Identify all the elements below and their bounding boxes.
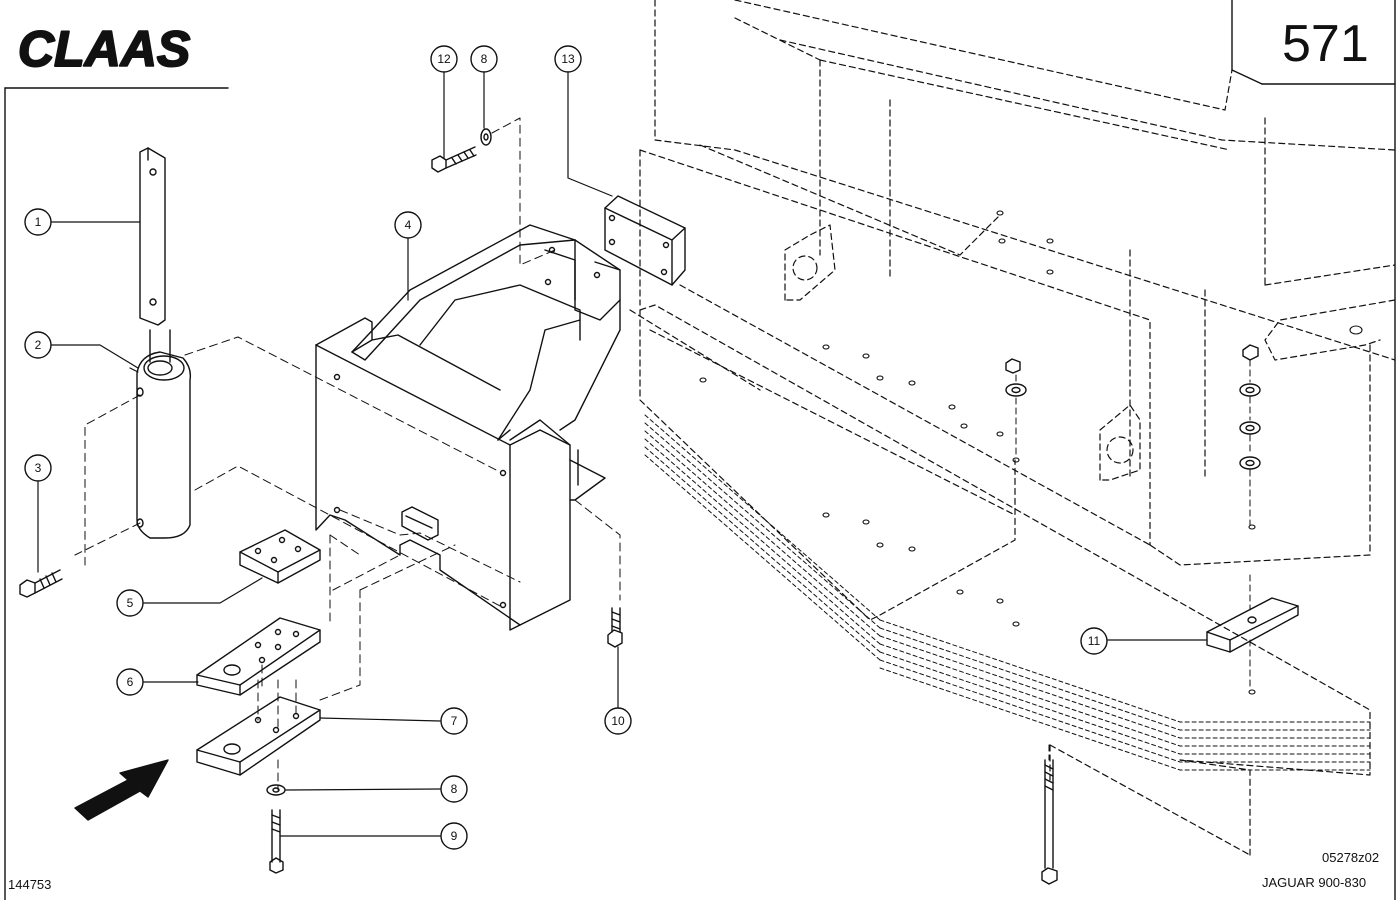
svg-text:12: 12 bbox=[437, 52, 451, 66]
svg-text:11: 11 bbox=[1088, 634, 1101, 648]
frame-lower-bolt bbox=[1041, 759, 1058, 885]
callout-11: 11 bbox=[1080, 627, 1108, 655]
model-name: JAGUAR 900-830 bbox=[1262, 875, 1367, 890]
machine-frame bbox=[629, 0, 1396, 856]
housing-ribs bbox=[644, 414, 1371, 771]
callout-2: 2 bbox=[24, 331, 52, 359]
part-2-hidden-lines bbox=[74, 394, 141, 566]
figure-code: 05278z02 bbox=[1322, 850, 1380, 865]
part-3-screw bbox=[19, 569, 63, 598]
svg-text:7: 7 bbox=[451, 714, 458, 728]
frame-holes bbox=[699, 210, 1363, 695]
part-11-pad bbox=[1206, 597, 1299, 653]
part-9-bolt bbox=[269, 809, 284, 874]
part-8-washer-top bbox=[480, 128, 492, 146]
callout-5: 5 bbox=[116, 589, 144, 617]
svg-text:6: 6 bbox=[127, 675, 134, 689]
drawing-id: 144753 bbox=[8, 877, 52, 892]
callout-4: 4 bbox=[394, 211, 422, 239]
arrow-icon bbox=[74, 759, 169, 821]
callout-13: 13 bbox=[554, 45, 582, 73]
part-5-plate bbox=[239, 529, 321, 584]
svg-text:13: 13 bbox=[561, 52, 575, 66]
callout-9: 9 bbox=[440, 822, 468, 850]
frame-fasteners-right bbox=[1239, 344, 1261, 470]
svg-text:3: 3 bbox=[35, 461, 42, 475]
part-12-bolt bbox=[431, 146, 477, 173]
frame-fasteners-center bbox=[1005, 358, 1027, 397]
part-1-strap bbox=[139, 147, 166, 326]
svg-text:10: 10 bbox=[611, 714, 625, 728]
part-4-counterweight bbox=[315, 224, 621, 631]
part-7-plate bbox=[196, 696, 321, 776]
callout-12: 12 bbox=[430, 45, 458, 73]
svg-text:5: 5 bbox=[127, 596, 134, 610]
plate-stack-lines bbox=[257, 534, 331, 791]
svg-text:8: 8 bbox=[451, 782, 458, 796]
part-8-washer-bottom bbox=[266, 784, 286, 796]
page-number: 571 bbox=[1282, 15, 1369, 73]
part-13-block bbox=[604, 195, 686, 286]
header-frame bbox=[4, 0, 1396, 901]
part-2-sleeve bbox=[136, 329, 192, 539]
svg-text:9: 9 bbox=[451, 829, 458, 843]
callout-6: 6 bbox=[116, 668, 144, 696]
callout-8-bottom: 8 bbox=[440, 775, 468, 803]
svg-text:2: 2 bbox=[35, 338, 42, 352]
svg-text:8: 8 bbox=[481, 52, 488, 66]
part-6-plate bbox=[196, 617, 321, 696]
callout-10: 10 bbox=[604, 707, 632, 735]
bolt-12-path bbox=[491, 117, 556, 266]
callout-3: 3 bbox=[24, 454, 52, 482]
logo-text: CLAAS bbox=[18, 21, 190, 77]
part-10-bolt bbox=[607, 607, 623, 648]
part-4-hidden-lines bbox=[184, 336, 621, 701]
callout-1: 1 bbox=[24, 208, 52, 236]
svg-text:1: 1 bbox=[35, 215, 42, 229]
svg-text:4: 4 bbox=[405, 218, 412, 232]
callout-7: 7 bbox=[440, 707, 468, 735]
callout-8-top: 8 bbox=[470, 45, 498, 73]
leader-lines bbox=[37, 72, 1208, 837]
claas-logo: CLAAS bbox=[17, 20, 191, 78]
